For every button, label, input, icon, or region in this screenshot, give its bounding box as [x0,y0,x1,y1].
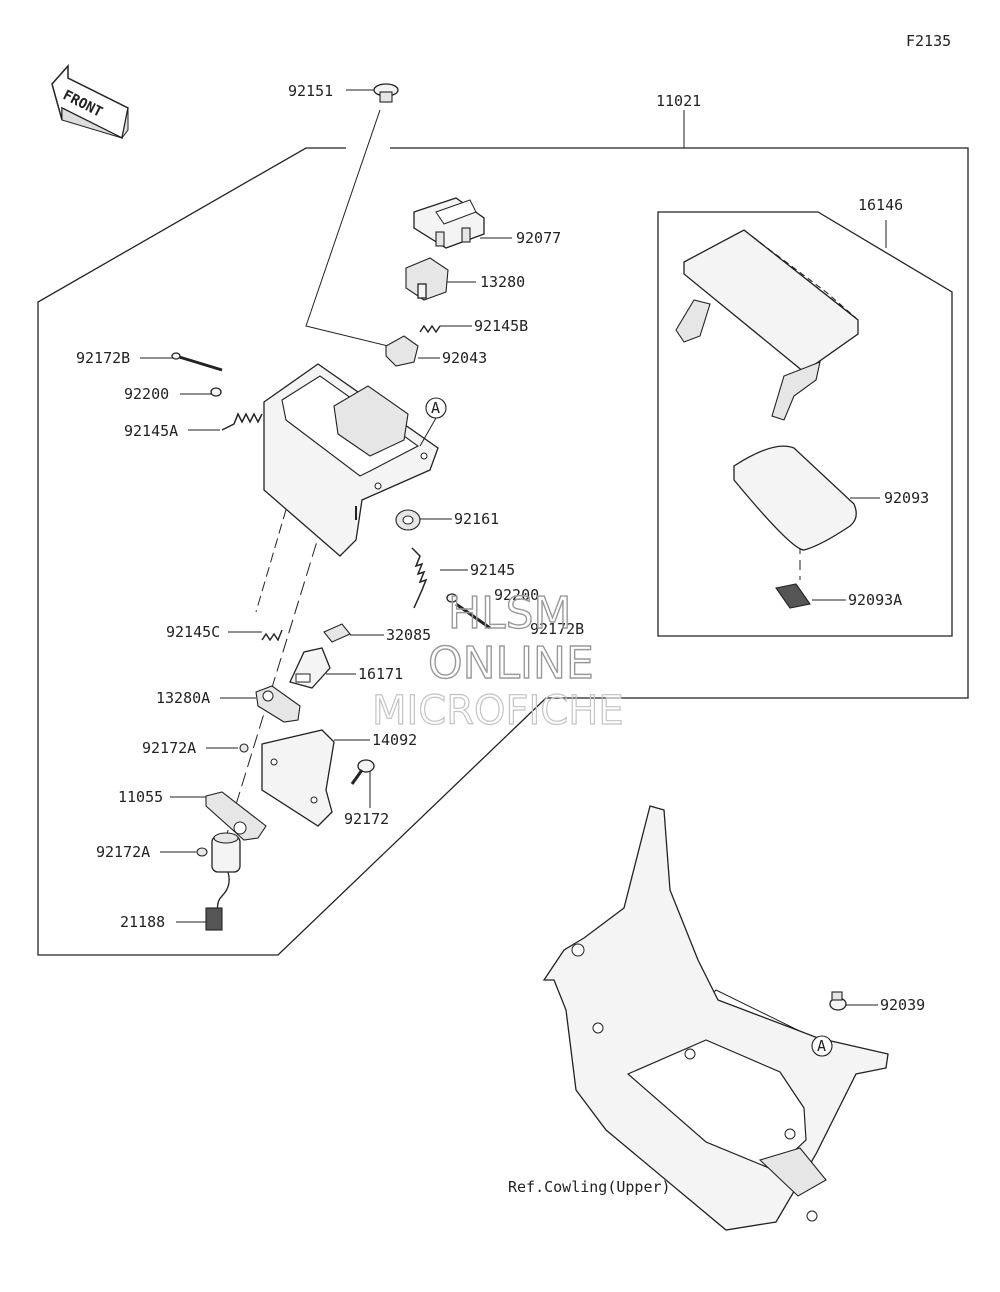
label-11055: 11055 [118,788,163,806]
label-92161: 92161 [454,510,499,528]
label-92172b-bottom: 92172B [530,620,584,638]
subassembly-frame [657,211,953,637]
spring-92145b-icon [419,324,441,334]
damper-92161-icon [395,509,421,531]
label-92200-top: 92200 [124,385,169,403]
tab-92093a-icon [775,583,811,609]
label-32085: 32085 [386,626,431,644]
watermark: HLSM ONLINE MICROFICHE [371,587,624,734]
label-13280: 13280 [480,273,525,291]
clip-32085-icon [323,623,351,643]
label-21188: 21188 [120,913,165,931]
screw-92172b-bottom-icon [446,593,491,630]
label-92145a: 92145A [124,422,178,440]
cowling-upper [542,805,889,1231]
spring-92145c-icon [261,629,283,642]
label-14092: 14092 [372,731,417,749]
label-92172a-top: 92172A [142,739,196,757]
label-16146: 16146 [858,196,903,214]
svg-text:A: A [431,399,440,417]
spring-92145a-icon [221,412,263,431]
ref-marker-a-top: A [419,397,447,447]
bolt-92172-icon [350,759,375,785]
watermark-line3: MICROFICHE [372,688,624,734]
label-92039: 92039 [880,996,925,1014]
part-labels: 92151 11021 92077 13280 92145B 92043 921… [76,82,929,1196]
assembly-frame [37,147,969,956]
figure-code: F2135 [906,32,951,50]
pad-92093-icon [733,445,857,551]
spring-92145-icon [411,547,428,609]
label-92200-bottom: 92200 [494,586,539,604]
label-92172a-bottom: 92172A [96,843,150,861]
front-arrow-icon: FRONT [51,64,129,140]
label-16171: 16171 [358,665,403,683]
cap-92077-icon [413,197,485,249]
svg-text:A: A [817,1037,826,1055]
label-13280a: 13280A [156,689,210,707]
lever-16171-icon [289,647,331,689]
cover-14092-icon [261,729,335,827]
label-92043: 92043 [442,349,487,367]
screw-92172b-icon [171,352,223,372]
label-92172b-top: 92172B [76,349,130,367]
label-92093a: 92093A [848,591,902,609]
label-92172: 92172 [344,810,389,828]
label-92151: 92151 [288,82,333,100]
washer-92200-icon [210,387,222,397]
label-ref-cowling: Ref.Cowling(Upper) [508,1178,671,1196]
actuator-21188-icon [205,832,241,931]
pin-92043-icon [385,335,419,367]
label-11021: 11021 [656,92,701,110]
bolt-92039-icon [829,991,847,1011]
label-92145c: 92145C [166,623,220,641]
bolt-92151-icon [373,83,399,103]
link-13280a-icon [255,685,301,723]
latch-13280-icon [405,257,449,301]
label-92093: 92093 [884,489,929,507]
bracket-11055-icon [205,791,267,841]
watermark-line2: ONLINE [428,638,594,689]
label-92145: 92145 [470,561,515,579]
label-92145b: 92145B [474,317,528,335]
storage-housing [263,363,439,557]
ref-marker-a-bottom: A [811,1035,833,1057]
label-92077: 92077 [516,229,561,247]
lid-16146-icon [675,229,859,421]
watermark-line1: HLSM [448,588,572,639]
screw-92172a-top-icon [239,743,249,753]
screw-92172a-bottom-icon [196,847,208,857]
